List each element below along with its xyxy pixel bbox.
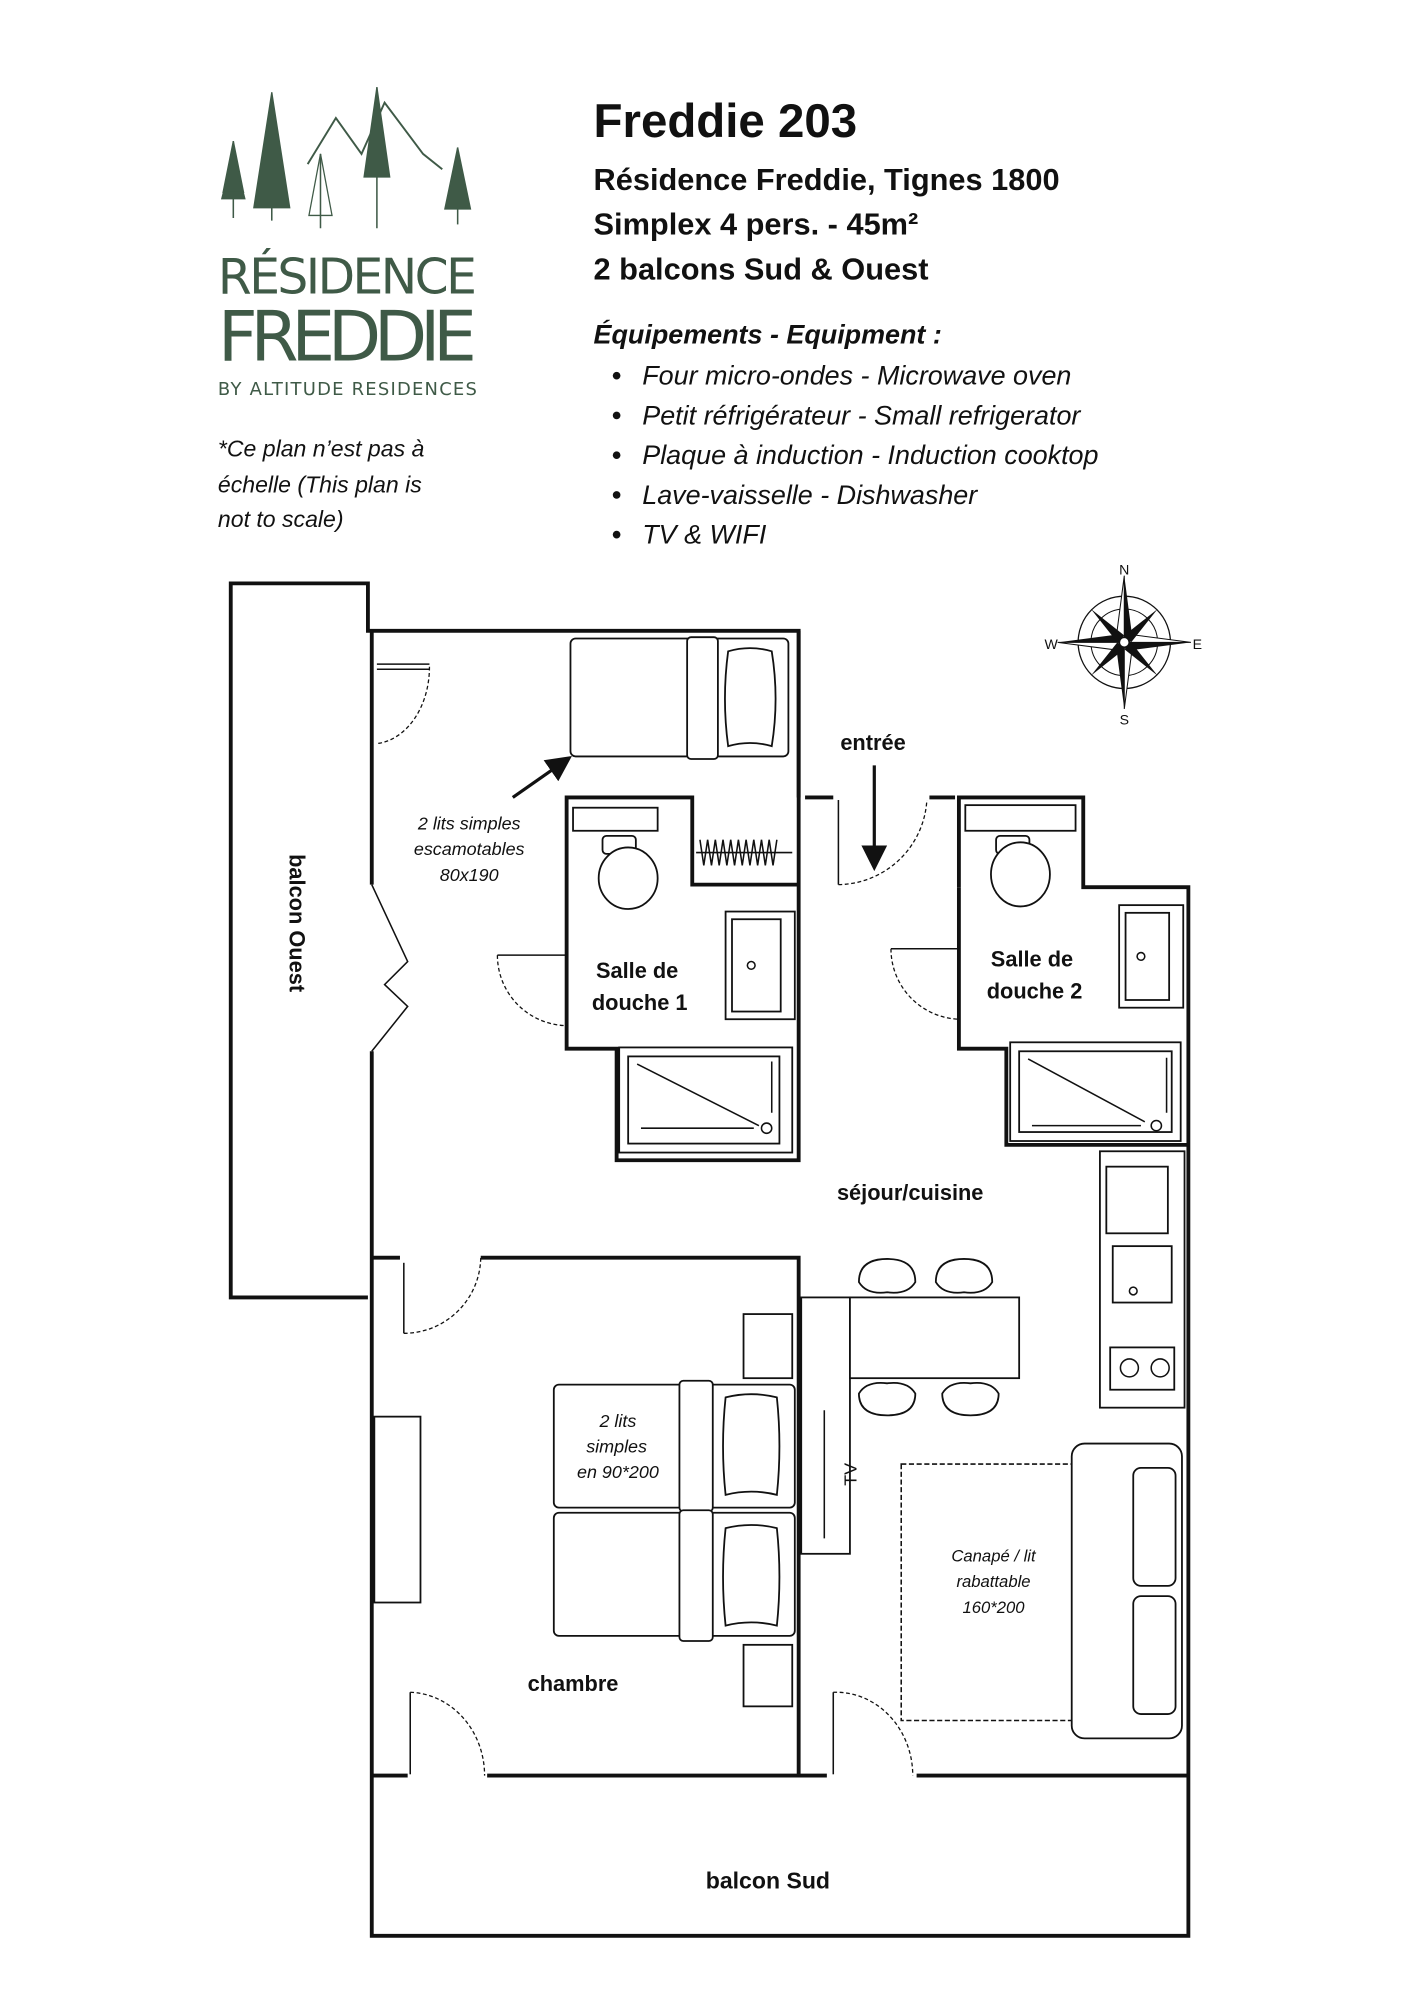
shower-icon bbox=[1009, 1041, 1182, 1142]
label-lits-escamotables: escamotables bbox=[414, 839, 525, 859]
equipment-list: Four micro-ondes - Microwave oven Petit … bbox=[612, 361, 1099, 550]
equipment-heading: Équipements - Equipment : bbox=[594, 319, 942, 350]
furniture bbox=[373, 636, 1186, 1740]
label-chambre: chambre bbox=[528, 1671, 619, 1696]
label-lits-chambre: 2 lits bbox=[598, 1411, 636, 1431]
label-entree: entrée bbox=[840, 730, 905, 755]
sink-icon bbox=[1118, 904, 1185, 1009]
logo-trees-icon bbox=[220, 87, 472, 229]
subtitle-line: Simplex 4 pers. - 45m² bbox=[594, 207, 919, 242]
doors bbox=[376, 663, 959, 1776]
subtitle-line: Résidence Freddie, Tignes 1800 bbox=[594, 162, 1060, 197]
label-sdd1: douche 1 bbox=[592, 990, 688, 1015]
page-title: Freddie 203 bbox=[594, 95, 858, 148]
logo: RÉSIDENCE FREDDIE BY ALTITUDE RESIDENCES bbox=[218, 87, 477, 400]
compass-w: W bbox=[1045, 636, 1059, 652]
compass-e: E bbox=[1193, 636, 1202, 652]
sink-icon bbox=[724, 910, 796, 1021]
toilet-icon bbox=[964, 804, 1077, 908]
logo-line2: FREDDIE bbox=[218, 297, 477, 377]
label-canape: 160*200 bbox=[962, 1598, 1025, 1617]
label-sejour: séjour/cuisine bbox=[837, 1180, 983, 1205]
compass-n: N bbox=[1119, 561, 1129, 577]
equipment-item: Lave-vaisselle - Dishwasher bbox=[642, 480, 978, 510]
scale-note: *Ce plan n’est pas à échelle (This plan … bbox=[218, 435, 425, 532]
label-lits-escamotables: 2 lits simples bbox=[417, 813, 521, 833]
subtitle-line: 2 balcons Sud & Ouest bbox=[594, 252, 929, 287]
compass-rose-icon: N S W E bbox=[1045, 561, 1203, 727]
note-line: *Ce plan n’est pas à bbox=[218, 435, 425, 461]
logo-line3: BY ALTITUDE RESIDENCES bbox=[218, 379, 477, 400]
label-lits-chambre: simples bbox=[586, 1437, 647, 1457]
toilet-icon bbox=[572, 806, 659, 910]
label-sdd1: Salle de bbox=[596, 958, 678, 983]
label-balcon-ouest: balcon Ouest bbox=[285, 854, 310, 992]
label-sdd2: Salle de bbox=[991, 947, 1073, 972]
shower-icon bbox=[618, 1046, 794, 1154]
label-lits-escamotables: 80x190 bbox=[440, 865, 499, 885]
label-lits-chambre: en 90*200 bbox=[577, 1462, 659, 1482]
walls bbox=[228, 581, 1191, 1938]
kitchen-counter bbox=[1099, 1150, 1186, 1409]
label-canape: rabattable bbox=[956, 1572, 1030, 1591]
equipment-item: Four micro-ondes - Microwave oven bbox=[642, 361, 1071, 391]
label-tv: TV bbox=[840, 1463, 860, 1486]
equipment-item: TV & WIFI bbox=[642, 520, 767, 550]
dining-table bbox=[800, 1258, 1021, 1555]
label-canape: Canapé / lit bbox=[951, 1546, 1037, 1565]
compass-s: S bbox=[1120, 711, 1129, 727]
label-sdd2: douche 2 bbox=[987, 979, 1083, 1004]
label-balcon-sud: balcon Sud bbox=[706, 1867, 830, 1893]
note-line: échelle (This plan is bbox=[218, 471, 422, 497]
note-line: not to scale) bbox=[218, 506, 344, 532]
logo-line1: RÉSIDENCE bbox=[218, 249, 477, 306]
sofa-icon bbox=[900, 1442, 1183, 1740]
chambre-beds bbox=[373, 1313, 796, 1708]
equipment-item: Petit réfrigérateur - Small refrigerator bbox=[642, 400, 1081, 430]
equipment-item: Plaque à induction - Induction cooktop bbox=[642, 440, 1098, 470]
